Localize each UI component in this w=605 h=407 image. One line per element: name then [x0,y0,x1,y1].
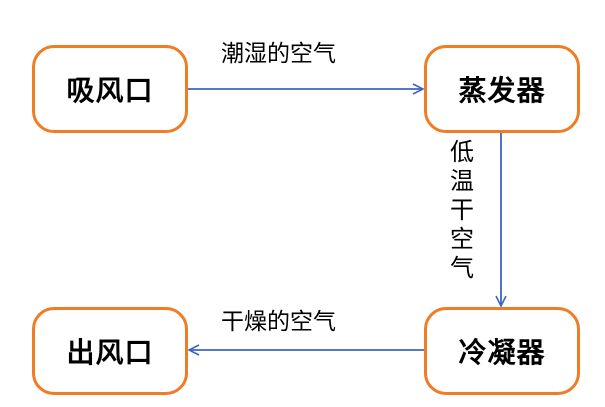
outlet-node: 出风口 [32,307,188,395]
humid-air-label: 潮湿的空气 [221,41,336,67]
low-temp-dry-air-label: 低温干空气 [450,138,474,282]
intake-node: 吸风口 [32,45,188,133]
evaporator-node: 蒸发器 [424,45,580,133]
condenser-node: 冷凝器 [424,307,580,395]
dry-air-label: 干燥的空气 [221,309,336,335]
